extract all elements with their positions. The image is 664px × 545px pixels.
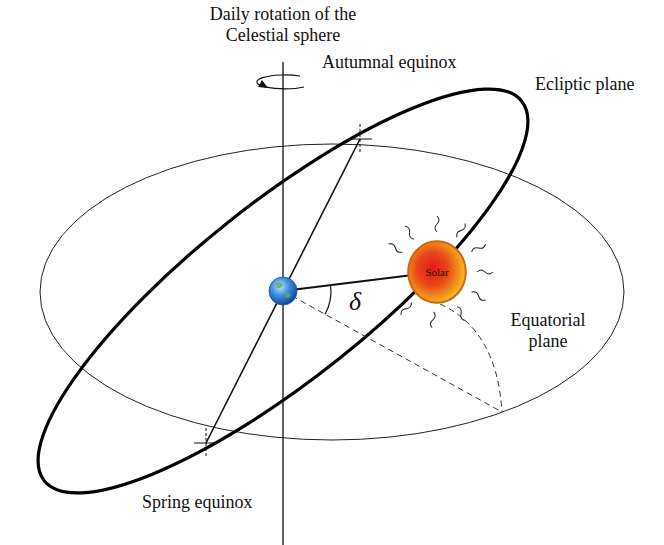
projection-arc — [440, 304, 502, 412]
node-text: Solar — [425, 266, 448, 278]
ecliptic-plane-ellipse — [0, 32, 576, 545]
rotation-arrow — [257, 75, 304, 89]
equatorial-plane-ellipse — [40, 144, 624, 440]
plane-label: Equatorial plane — [500, 310, 596, 351]
sun-node: Solar — [407, 240, 467, 304]
rotation-arrow-head — [258, 80, 268, 88]
point-label: Spring equinox — [140, 492, 255, 513]
earth-globe — [269, 277, 297, 305]
projection-line — [283, 291, 502, 412]
equinox-tick — [194, 443, 218, 444]
plane-label: Ecliptic plane — [535, 74, 634, 95]
declination-arc — [325, 285, 331, 314]
equinox-line — [206, 139, 360, 443]
sun-rays — [388, 216, 493, 328]
earth-land — [276, 283, 291, 298]
angle-symbol: δ — [349, 289, 361, 315]
equinox-tick — [348, 139, 372, 140]
point-label: Autumnal equinox — [322, 52, 456, 73]
caption-label: Daily rotation of the Celestial sphere — [193, 4, 373, 45]
